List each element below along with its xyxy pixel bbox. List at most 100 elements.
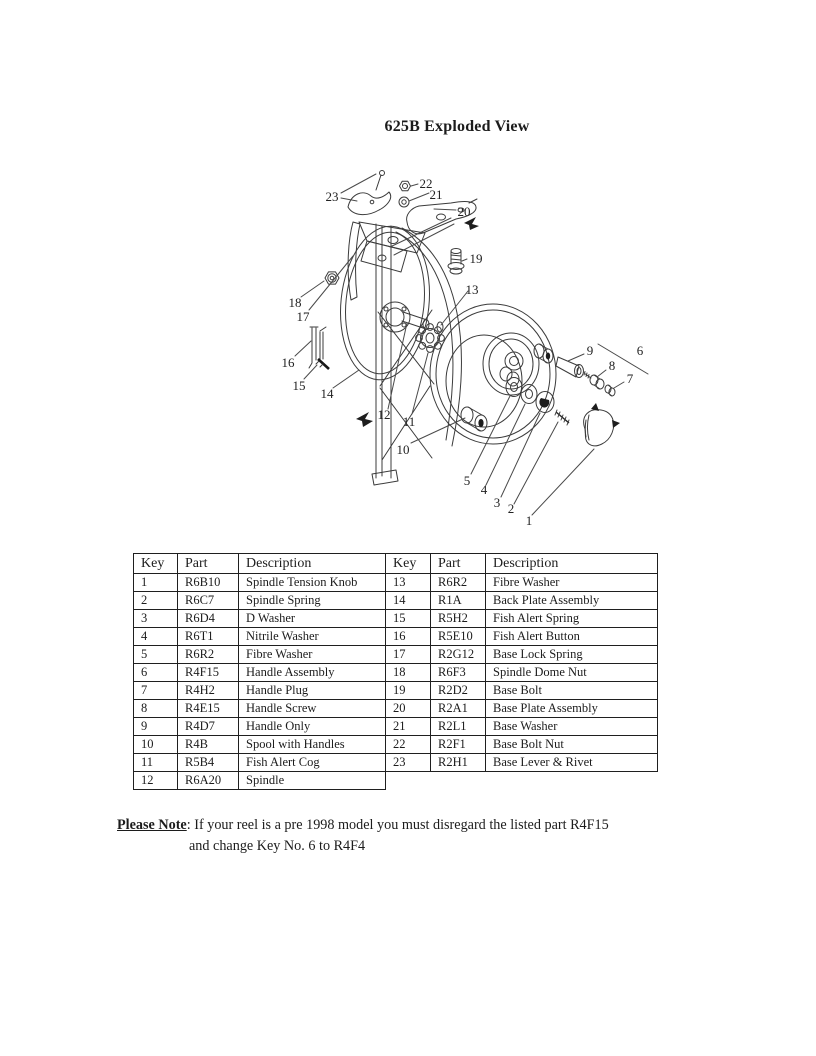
note-line-2: and change Key No. 6 to R4F4	[189, 838, 366, 854]
part-cell: R6A20	[177, 771, 239, 790]
description-cell: Base Bolt Nut	[485, 735, 658, 754]
pointer-arrow-icon	[464, 217, 479, 230]
key-cell: 23	[385, 753, 431, 772]
part-cell: R2D2	[430, 681, 486, 700]
callout-number: 21	[430, 187, 443, 202]
part-cell: R2H1	[430, 753, 486, 772]
description-cell: Spindle Dome Nut	[485, 663, 658, 682]
callout-number: 2	[508, 501, 515, 516]
part-cell: R4H2	[177, 681, 239, 700]
callout-number: 20	[458, 204, 471, 219]
key-cell: 16	[385, 627, 431, 646]
part-cell: R4F15	[177, 663, 239, 682]
callout-number: 22	[420, 176, 433, 191]
description-cell: Fibre Washer	[485, 573, 658, 592]
column-header: Key	[133, 553, 178, 574]
key-cell: 11	[133, 753, 178, 772]
key-cell: 13	[385, 573, 431, 592]
description-cell: Fish Alert Button	[485, 627, 658, 646]
column-header: Description	[238, 553, 386, 574]
callout-number: 3	[494, 495, 501, 510]
key-cell: 9	[133, 717, 178, 736]
description-cell: D Washer	[238, 609, 386, 628]
description-cell: Spindle Tension Knob	[238, 573, 386, 592]
description-cell: Back Plate Assembly	[485, 591, 658, 610]
key-cell: 20	[385, 699, 431, 718]
part-cell: R6C7	[177, 591, 239, 610]
key-cell: 17	[385, 645, 431, 664]
part-cell: R5H2	[430, 609, 486, 628]
part-cell: R4D7	[177, 717, 239, 736]
callout-number: 23	[326, 189, 339, 204]
part-cell: R5E10	[430, 627, 486, 646]
key-cell: 19	[385, 681, 431, 700]
description-cell: Spindle	[238, 771, 386, 790]
callout-number: 1	[526, 513, 533, 528]
callout-number: 17	[297, 309, 311, 324]
description-cell: Handle Screw	[238, 699, 386, 718]
callout-number: 11	[403, 414, 416, 429]
part-cell: R6F3	[430, 663, 486, 682]
description-cell: Fish Alert Cog	[238, 753, 386, 772]
part-cell: R6T1	[177, 627, 239, 646]
description-cell: Base Lever & Rivet	[485, 753, 658, 772]
callout-number: 16	[282, 355, 296, 370]
description-cell: Handle Only	[238, 717, 386, 736]
footer-note: Please Note: If your reel is a pre 1998 …	[117, 815, 717, 857]
callout-number: 4	[481, 482, 488, 497]
callout-number: 18	[289, 295, 302, 310]
description-cell: Base Lock Spring	[485, 645, 658, 664]
pointer-arrow-icon	[356, 412, 373, 427]
key-cell: 10	[133, 735, 178, 754]
key-cell: 7	[133, 681, 178, 700]
part-cell: R2G12	[430, 645, 486, 664]
key-cell: 5	[133, 645, 178, 664]
key-cell: 4	[133, 627, 178, 646]
part-cell: R6R2	[430, 573, 486, 592]
callout-number: 5	[464, 473, 471, 488]
part-cell: R1A	[430, 591, 486, 610]
callout-number: 12	[378, 407, 391, 422]
note-line-1: Please Note: If your reel is a pre 1998 …	[117, 815, 717, 836]
description-cell: Spool with Handles	[238, 735, 386, 754]
callout-number: 10	[397, 442, 410, 457]
description-cell: Nitrile Washer	[238, 627, 386, 646]
description-cell: Handle Plug	[238, 681, 386, 700]
key-cell: 12	[133, 771, 178, 790]
callout-number: 9	[587, 343, 594, 358]
key-cell: 14	[385, 591, 431, 610]
part-cell: R2L1	[430, 717, 486, 736]
note-text: : If your reel is a pre 1998 model you m…	[186, 817, 609, 833]
column-header: Key	[385, 553, 431, 574]
part-cell: R2A1	[430, 699, 486, 718]
description-cell: Fish Alert Spring	[485, 609, 658, 628]
callout-number: 13	[466, 282, 479, 297]
callout-number: 8	[609, 358, 616, 373]
column-header: Description	[485, 553, 658, 574]
column-header: Part	[430, 553, 486, 574]
part-cell: R6D4	[177, 609, 239, 628]
callout-number: 6	[637, 343, 644, 358]
